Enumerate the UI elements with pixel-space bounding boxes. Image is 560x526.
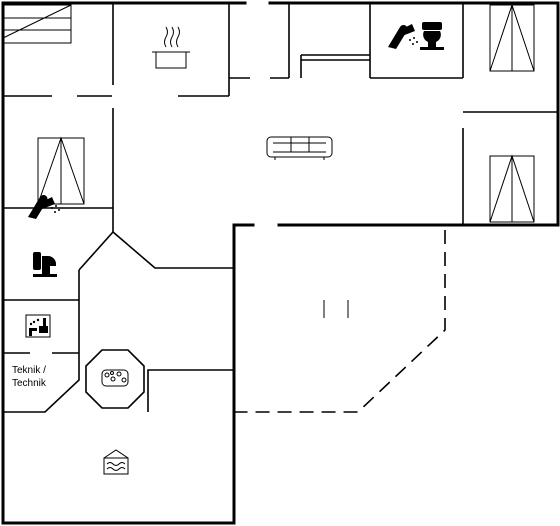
stairs-icon [2, 4, 72, 44]
interior-walls [3, 3, 558, 413]
terrace-outline [234, 230, 446, 413]
hot-tub-icon [85, 349, 145, 409]
technik-label-line1: Teknik / [12, 365, 46, 376]
sauna-icon [25, 314, 51, 338]
pool-icon [103, 449, 129, 475]
wardrobe-icon [489, 154, 535, 223]
technik-room-label: Teknik / Technik [12, 364, 46, 390]
wardrobe-icon [37, 136, 85, 205]
technik-label-line2: Technik [12, 378, 46, 389]
toilet-icon [420, 22, 444, 50]
shower-icon [28, 194, 60, 219]
sofa-icon [266, 136, 333, 160]
shower-icon [388, 24, 418, 49]
stove-pot-icon [152, 26, 190, 69]
wardrobe-icon [489, 3, 535, 72]
toilet-icon [33, 252, 57, 277]
